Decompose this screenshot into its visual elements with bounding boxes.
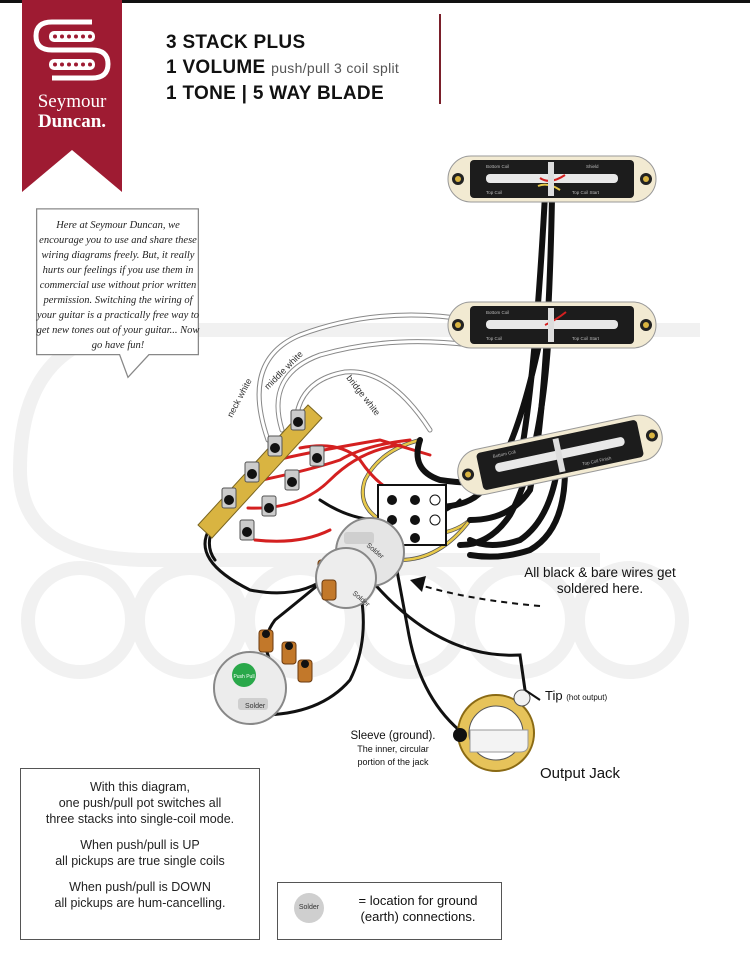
solder-spot-icon: Solder	[294, 893, 324, 923]
pushpull-knob-label: Push Pull	[233, 674, 254, 680]
solder-note: All black & bare wires get soldered here…	[524, 565, 676, 596]
white-wires	[256, 312, 473, 443]
tip-label-text: Tip	[545, 688, 563, 703]
title-volume: 1 VOLUME	[166, 57, 266, 78]
five-way-switch	[197, 404, 325, 541]
sleeve-label-sub-1: The inner, circular	[357, 744, 429, 754]
neck-bottom-coil-label: Bottom Coil	[486, 164, 509, 169]
legend-text: = location for ground (earth) connection…	[338, 893, 498, 925]
bridge-top-coil-finish-label: Top Coil Finish	[582, 455, 612, 466]
title-divider	[439, 14, 441, 104]
legend-box	[277, 882, 502, 940]
neck-shield-label: Shield	[586, 164, 599, 169]
sleeve-label-text: Sleeve (ground).	[350, 730, 436, 742]
info-line: all pickups are true single coils	[55, 854, 225, 868]
brand-name: Seymour Duncan.	[22, 92, 122, 132]
neck-top-coil-label: Top Coil	[486, 190, 502, 195]
brand-line-2: Duncan.	[37, 111, 107, 132]
seymour-duncan-logo-icon	[33, 19, 111, 81]
info-line: three stacks into single-coil mode.	[45, 812, 235, 826]
title-line-1: 3 STACK PLUS	[166, 32, 306, 53]
middle-pickup: Bottom Coil Top Coil Top Coil Start	[447, 301, 657, 349]
title-line-2: 1 VOLUME push/pull 3 coil split	[166, 55, 399, 81]
info-line: all pickups are hum-cancelling.	[54, 896, 226, 910]
info-line: With this diagram,	[89, 780, 191, 794]
info-line: When push/pull is UP	[80, 838, 200, 852]
legend-line-1: = location for ground	[358, 893, 478, 908]
middle-top-coil-start-label: Top Coil Start	[572, 336, 600, 341]
info-paragraph-2: When push/pull is UP all pickups are tru…	[29, 837, 251, 869]
legend-line-2: (earth) connections.	[360, 909, 476, 924]
title-line-3: 1 TONE | 5 WAY BLADE	[166, 83, 384, 104]
output-jack	[453, 689, 535, 772]
solder-arrow	[410, 576, 541, 607]
info-paragraph-3: When push/pull is DOWN all pickups are h…	[29, 879, 251, 911]
sleeve-label: Sleeve (ground). The inner, circular por…	[338, 730, 448, 769]
sleeve-label-sub-2: portion of the jack	[357, 757, 429, 767]
speech-bubble-text: Here at Seymour Duncan, we encourage you…	[36, 220, 200, 351]
info-line: one push/pull pot switches all	[58, 796, 222, 810]
middle-top-coil-label: Top Coil	[486, 336, 502, 341]
speech-bubble	[35, 208, 200, 379]
neck-white-label: neck white	[225, 377, 254, 419]
info-line: When push/pull is DOWN	[69, 880, 211, 894]
tip-label-sub: (hot output)	[566, 693, 608, 702]
tip-label: Tip (hot output)	[545, 688, 607, 703]
output-jack-label: Output Jack	[540, 765, 621, 782]
top-border	[0, 0, 750, 3]
volume-pot-2: Solder	[315, 547, 377, 609]
info-paragraph-1: With this diagram, one push/pull pot swi…	[29, 779, 251, 827]
title-volume-detail: push/pull 3 coil split	[271, 60, 400, 76]
neck-pickup: Bottom Coil Top Coil Shield Top Coil Sta…	[447, 155, 657, 203]
middle-bottom-coil-label: Bottom Coil	[486, 310, 509, 315]
bridge-bottom-coil-label: Bottom Coil	[492, 449, 516, 459]
info-box: With this diagram, one push/pull pot swi…	[20, 768, 260, 940]
bridge-pickup: Top Coil Finish Bottom Coil	[457, 414, 663, 496]
brand-line-1: Seymour	[37, 91, 107, 112]
neck-top-coil-start-label: Top Coil Start	[572, 190, 600, 195]
diagram-title: 3 STACK PLUS 1 VOLUME push/pull 3 coil s…	[166, 30, 399, 106]
brand-banner	[22, 0, 122, 192]
tone-pot: Push Pull Solder	[213, 629, 313, 725]
tone-pot-solder-tag: Solder	[245, 703, 266, 710]
